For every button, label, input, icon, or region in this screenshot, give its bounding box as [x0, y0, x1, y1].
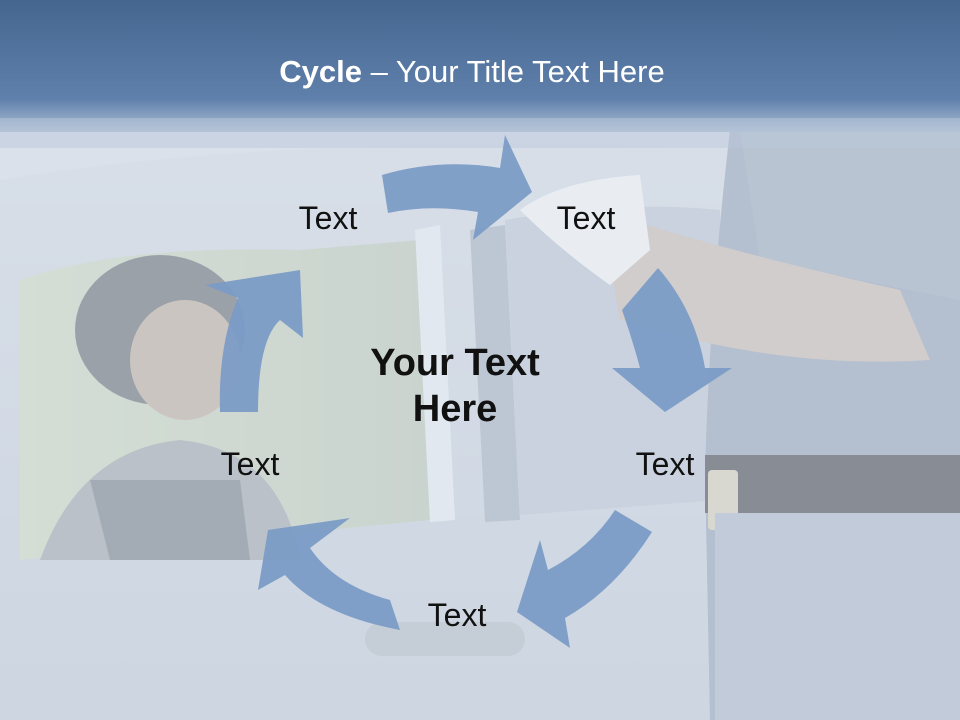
cycle-arrow-bottom-left: [258, 518, 400, 630]
title-dash: –: [370, 54, 388, 89]
center-text-line2: Here: [412, 388, 498, 430]
cycle-label-left: Text: [220, 446, 280, 482]
cycle-label-right: Text: [635, 446, 695, 482]
title-bold: Cycle: [279, 54, 362, 89]
cycle-arrow-left: [205, 270, 303, 412]
cycle-label-top-left: Text: [298, 200, 358, 236]
cycle-center-text: Your Text Here: [330, 340, 580, 432]
cycle-label-bottom: Text: [427, 597, 487, 633]
cycle-arrow-right-lower: [517, 510, 652, 648]
cycle-arrow-right-upper: [612, 268, 732, 412]
title-rest: Your Title Text Here: [395, 54, 665, 89]
center-text-line1: Your Text: [370, 342, 540, 384]
slide-title: Cycle – Your Title Text Here: [0, 54, 944, 90]
cycle-label-top-right: Text: [556, 200, 616, 236]
cycle-arrow-top: [382, 135, 532, 240]
